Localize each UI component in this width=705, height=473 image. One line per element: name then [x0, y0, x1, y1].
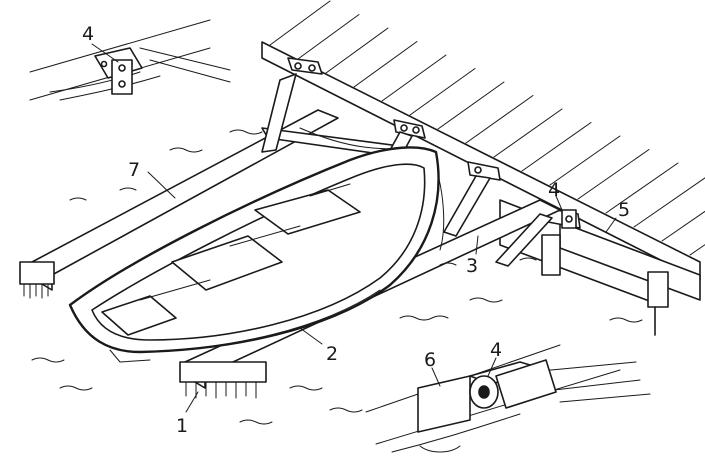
deck-plank: [409, 68, 476, 116]
deck-plank: [521, 122, 592, 172]
deck-plank: [689, 244, 705, 256]
deck-plank: [605, 162, 679, 214]
deck-plank: [577, 149, 650, 200]
deck-plank: [381, 54, 447, 102]
callout-4-main: 4: [548, 179, 560, 201]
deck-plank: [297, 14, 360, 60]
deck-plank: [549, 135, 621, 186]
inset-hinge-top: [29, 19, 231, 101]
callout-1: 1: [176, 415, 188, 437]
boat: [68, 146, 440, 363]
callout-2: 2: [326, 343, 338, 365]
callout-leaders: [91, 43, 617, 413]
callout-4-inset-bottom: 4: [490, 339, 502, 361]
water-waves: [31, 129, 643, 425]
deck-plank: [269, 0, 331, 46]
deck-plank: [437, 81, 505, 130]
callout-3: 3: [466, 255, 478, 277]
callout-4-inset-top: 4: [82, 23, 94, 45]
deck-plank: [661, 210, 705, 242]
callout-5: 5: [618, 199, 630, 221]
callout-7: 7: [128, 159, 140, 181]
inset-hinge-bottom: [365, 344, 651, 453]
deck-plank: [633, 177, 705, 228]
deck-plank: [493, 108, 563, 158]
deck-plank: [325, 27, 389, 74]
callout-6: 6: [424, 349, 436, 371]
deck-plank: [353, 41, 418, 88]
deck-plank: [465, 95, 534, 144]
